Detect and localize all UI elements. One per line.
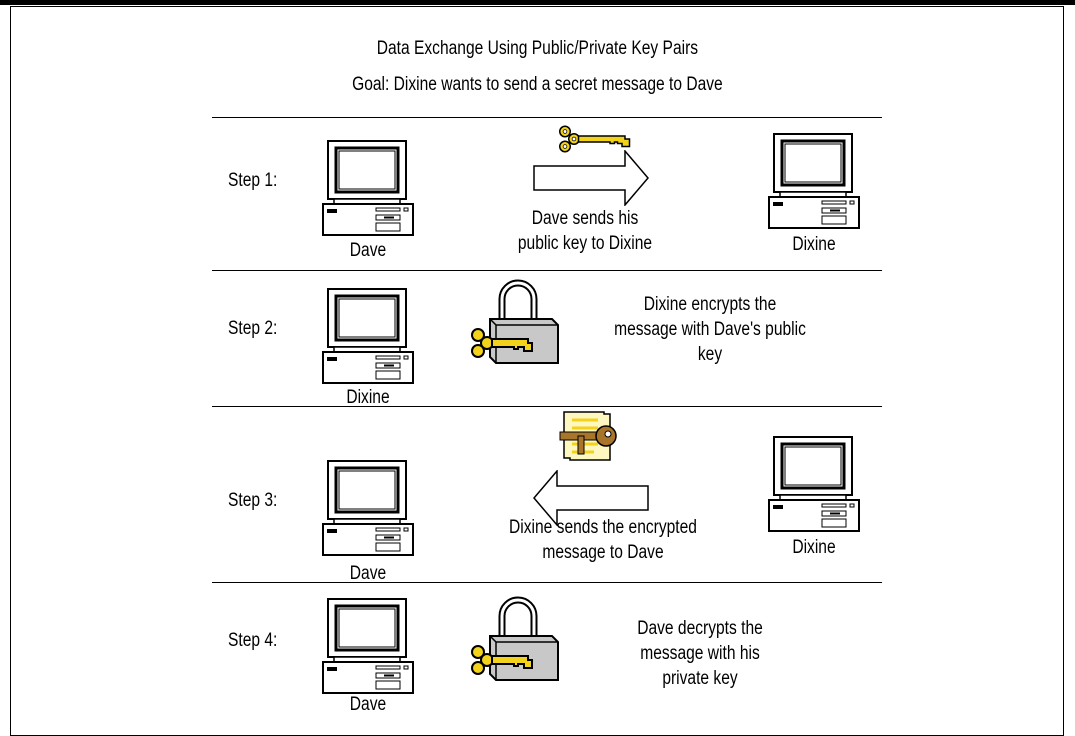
diagram-goal: Goal: Dixine wants to send a secret mess… bbox=[352, 74, 723, 95]
divider-4 bbox=[212, 582, 882, 583]
encrypt-lock-icon bbox=[470, 279, 560, 365]
step-1-label: Step 1: bbox=[228, 170, 278, 191]
step-1-left-label: Dave bbox=[349, 240, 387, 261]
step-3-left-label: Dave bbox=[349, 563, 387, 584]
divider-3 bbox=[212, 406, 882, 407]
step-4-left-label: Dave bbox=[349, 694, 387, 715]
step-3-right-label: Dixine bbox=[792, 537, 836, 558]
step-2-left-label: Dixine bbox=[346, 387, 390, 408]
top-edge-bar bbox=[0, 0, 1075, 5]
step-3-label: Step 3: bbox=[228, 490, 278, 511]
encrypted-message-icon bbox=[558, 410, 624, 468]
step-1-dixine-computer-icon bbox=[768, 133, 860, 229]
step-1-right-label: Dixine bbox=[792, 234, 836, 255]
diagram-title: Data Exchange Using Public/Private Key P… bbox=[376, 38, 699, 59]
step-2-dixine-computer-icon bbox=[322, 288, 414, 384]
step-2-label: Step 2: bbox=[228, 318, 278, 339]
step-4-dave-computer-icon bbox=[322, 598, 414, 694]
step-1-dave-computer-icon bbox=[322, 140, 414, 236]
divider-1 bbox=[212, 117, 882, 118]
step-3-dave-computer-icon bbox=[322, 460, 414, 556]
decrypt-lock-icon bbox=[470, 596, 560, 682]
divider-2 bbox=[212, 270, 882, 271]
step-4-label: Step 4: bbox=[228, 630, 278, 651]
step-3-dixine-computer-icon bbox=[768, 436, 860, 532]
arrow-right-icon bbox=[533, 150, 649, 206]
